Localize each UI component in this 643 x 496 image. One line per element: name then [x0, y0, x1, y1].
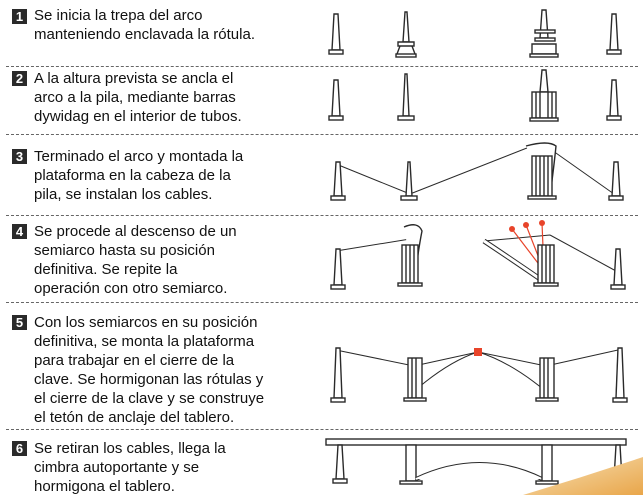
- step-number: 5: [12, 315, 27, 330]
- separator: [6, 215, 638, 216]
- separator: [6, 66, 638, 67]
- step-4: 4 Se procede al descenso de un semiarco …: [0, 215, 643, 302]
- step-1: 1 Se inicia la trepa del arco manteniend…: [0, 0, 643, 66]
- step-1-illustration: [328, 9, 622, 58]
- separator: [6, 429, 638, 430]
- step-text: Terminado el arco y montada la plataform…: [34, 148, 244, 203]
- step-2-illustration: [328, 69, 622, 122]
- step-number: 2: [12, 71, 27, 86]
- step-4-illustration: [330, 220, 626, 290]
- step-2: 2 A la altura prevista se ancla el arco …: [0, 66, 643, 134]
- step-5: 5 Con los semiarcos en su posición defin…: [0, 302, 643, 429]
- step-5-illustration: [330, 347, 628, 403]
- step-number: 6: [12, 441, 27, 456]
- step-text: Se retiran los cables, llega la cimbra a…: [34, 440, 226, 495]
- step-text: Se inicia la trepa del arco manteniendo …: [34, 7, 255, 43]
- step-3-illustration: [330, 142, 624, 201]
- step-text: Se procede al descenso de un semiarco ha…: [34, 223, 237, 297]
- corner-accent: [523, 457, 643, 495]
- step-3: 3 Terminado el arco y montada la platafo…: [0, 134, 643, 215]
- step-number: 4: [12, 224, 27, 239]
- step-6: 6 Se retiran los cables, llega la cimbra…: [0, 429, 643, 495]
- step-number: 3: [12, 149, 27, 164]
- step-number: 1: [12, 9, 27, 24]
- step-text: A la altura prevista se ancla el arco a …: [34, 70, 242, 125]
- separator: [6, 134, 638, 135]
- step-text: Con los semiarcos en su posición definit…: [34, 314, 265, 426]
- separator: [6, 302, 638, 303]
